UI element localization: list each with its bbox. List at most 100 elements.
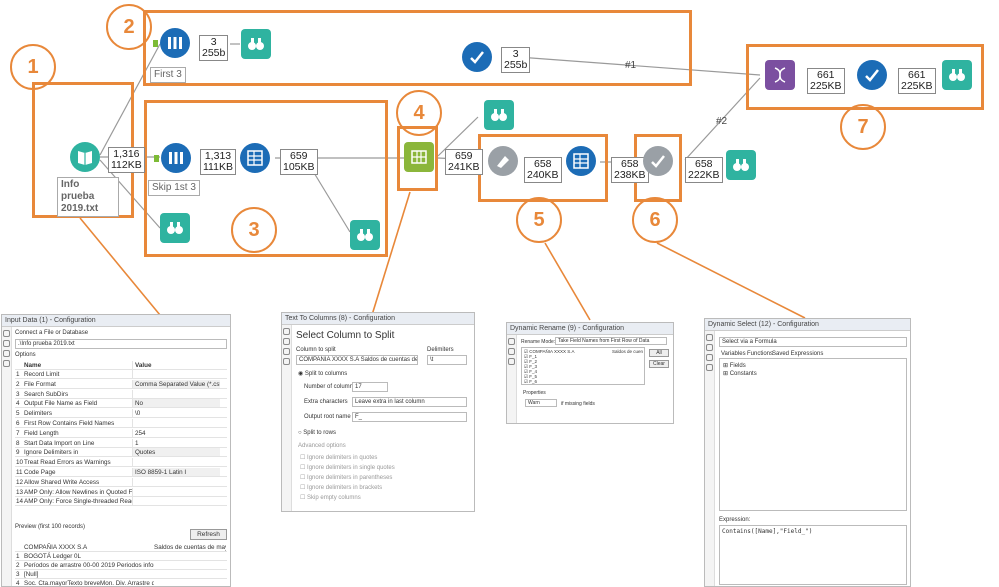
code-icon[interactable] (283, 338, 290, 345)
extra-chars-select[interactable]: Leave extra in last column (352, 397, 467, 407)
advanced-option-checkbox[interactable]: ☐ Ignore delimiters in brackets (300, 485, 383, 491)
warn-select[interactable]: Warn (525, 399, 557, 407)
input-data-tool[interactable] (70, 142, 100, 172)
advanced-option-checkbox[interactable]: ☐ Ignore delimiters in quotes (300, 455, 378, 461)
browse-tool-dynselect[interactable] (726, 150, 756, 180)
code-icon[interactable] (508, 348, 515, 355)
field-checkbox[interactable]: ☑ F_6 (524, 379, 538, 384)
union-tool[interactable] (765, 60, 795, 90)
tag-icon[interactable] (283, 348, 290, 355)
rename-mode-select[interactable]: Take Field Names from First Row of Data (555, 337, 667, 345)
field-right-label: Saldos de cuen (612, 349, 644, 354)
note-icon[interactable] (3, 360, 10, 367)
note-icon[interactable] (283, 358, 290, 365)
note-icon[interactable] (706, 364, 713, 371)
advanced-option-checkbox[interactable]: ☐ Skip empty columns (300, 495, 361, 501)
callout-4: 4 (396, 90, 442, 136)
file-path-input[interactable]: .\Info prueba 2019.txt (15, 339, 227, 349)
select-mode-dropdown[interactable]: Select via a Formula (719, 337, 907, 347)
field-checkbox[interactable]: ☑ F_3 (524, 364, 538, 369)
panel-title: Text To Columns (8) - Configuration (282, 313, 474, 325)
sample-tool-first3[interactable] (160, 28, 190, 58)
browse-tool-ttc[interactable] (484, 100, 514, 130)
gear-icon[interactable] (3, 330, 10, 337)
gear-icon[interactable] (706, 334, 713, 341)
delimiters-label: Delimiters (427, 347, 454, 353)
field-list: ☑ COMPAÑIA XXXX S.A☑ F_1☑ F_2☑ F_3☑ F_4☑… (521, 347, 645, 385)
properties-label: Properties (523, 390, 546, 396)
multirow-formula-tool-skip[interactable] (240, 143, 270, 173)
code-icon[interactable] (706, 344, 713, 351)
multirow-icon (573, 153, 589, 169)
num-columns-label: Number of columns (304, 384, 357, 390)
field-checkbox[interactable]: ☑ F_1 (524, 354, 538, 359)
dynamic-rename-tool[interactable] (488, 146, 518, 176)
multirow-formula-tool-rename[interactable] (566, 146, 596, 176)
panel-sidebar (705, 331, 715, 586)
tab-saved-expressions[interactable]: Saved Expressions (772, 351, 824, 357)
tab-functions[interactable]: Functions (747, 351, 774, 357)
tag-icon[interactable] (508, 358, 515, 365)
field-checkbox[interactable]: ☑ F_2 (524, 359, 538, 364)
tab-variables[interactable]: Variables (721, 351, 746, 357)
tag-icon[interactable] (3, 350, 10, 357)
expression-editor[interactable]: Contains([Name],"Field_") (719, 525, 907, 585)
text-to-columns-tool[interactable] (404, 142, 434, 172)
panel-title: Dynamic Rename (9) - Configuration (507, 323, 673, 335)
browse-tool-final[interactable] (942, 60, 972, 90)
field-checkbox[interactable]: ☑ COMPAÑIA XXXX S.A (524, 349, 575, 354)
all-button[interactable]: All (649, 349, 669, 357)
gear-icon[interactable] (508, 338, 515, 345)
field-checkbox[interactable]: ☑ F_5 (524, 374, 538, 379)
refresh-button[interactable]: Refresh (190, 529, 227, 540)
clear-button[interactable]: Clear (649, 360, 669, 368)
browse-tool-first3[interactable] (241, 29, 271, 59)
panel-heading: Select Column to Split (296, 330, 395, 341)
column-select[interactable]: COMPAÑIA XXXX S.A Saldos de cuentas de m… (296, 355, 418, 365)
expression-label: Expression: (719, 517, 751, 523)
advanced-option-checkbox[interactable]: ☐ Ignore delimiters in parentheses (300, 475, 393, 481)
split-columns-radio[interactable]: ◉ Split to columns (298, 371, 348, 377)
split-rows-radio[interactable]: ○ Split to rows (298, 430, 336, 436)
tag-icon[interactable] (706, 354, 713, 361)
browse-tool-skip[interactable] (350, 220, 380, 250)
book-icon (78, 151, 92, 165)
dynamic-select-tool[interactable] (643, 146, 673, 176)
browse-tool-input[interactable] (160, 213, 190, 243)
select-tool-final[interactable] (857, 60, 887, 90)
code-icon[interactable] (3, 340, 10, 347)
tree-fields[interactable]: ⊞ Fields (723, 363, 746, 369)
gear-icon[interactable] (283, 328, 290, 335)
rename-icon (497, 156, 509, 168)
sample-tool-skip[interactable] (161, 143, 191, 173)
tree-constants[interactable]: ⊞ Constants (723, 371, 757, 377)
dna-icon (774, 67, 786, 83)
field-checkbox[interactable]: ☑ F_4 (524, 369, 538, 374)
advanced-option-checkbox[interactable]: ☐ Ignore delimiters in single quotes (300, 465, 395, 471)
panel-sidebar (507, 335, 517, 423)
select-tool-first3[interactable] (462, 42, 492, 72)
checkmark-icon (470, 51, 484, 64)
root-name-input[interactable]: F_ (352, 412, 467, 422)
delimiters-input[interactable]: \t (427, 355, 467, 365)
num-columns-input[interactable]: 17 (352, 382, 388, 392)
